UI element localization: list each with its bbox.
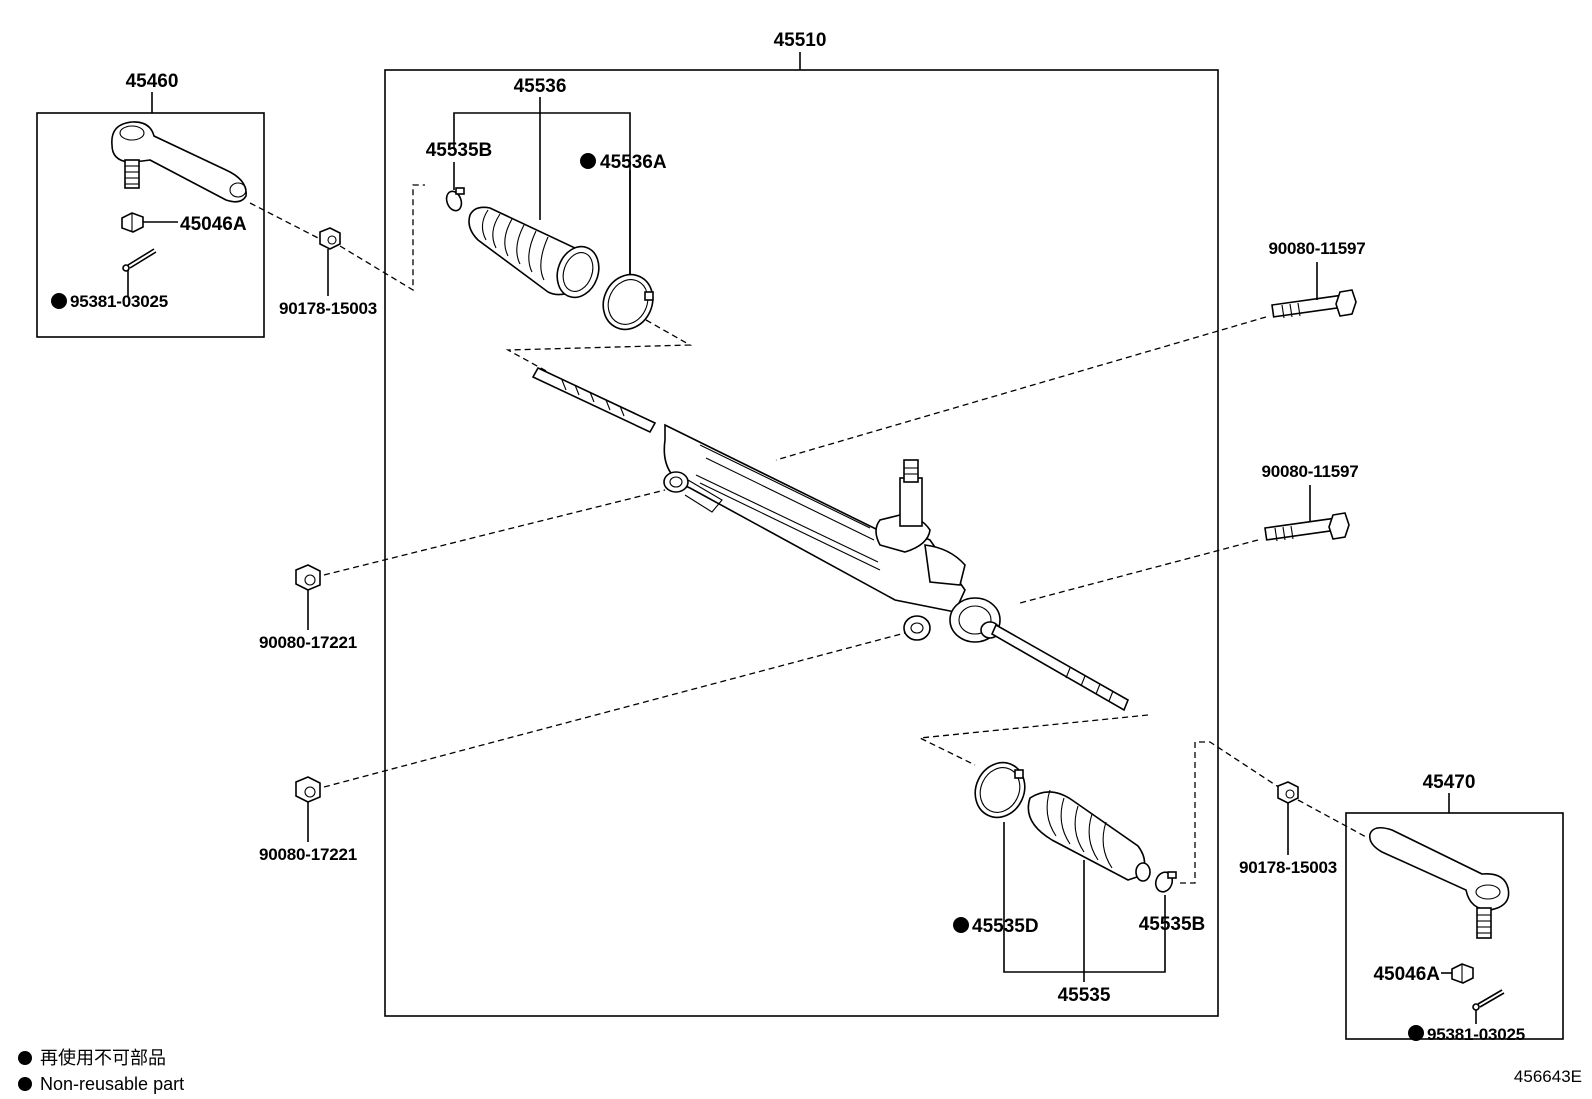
mount-nut-upper-icon (295, 564, 321, 591)
nut-right-icon (1451, 963, 1474, 984)
clamp-upper-icon (445, 187, 465, 212)
label-tie-rod-end-left: 45460 (126, 71, 179, 92)
cotter-pin-left-icon (122, 248, 157, 272)
cotter-pin-right-icon (1472, 989, 1505, 1011)
lock-nut-left-guide (339, 184, 425, 292)
legend-english: Non-reusable part (40, 1074, 184, 1094)
band-upper-icon (602, 273, 654, 331)
label-boot-kit-upper: 45536 (514, 76, 567, 97)
non-reusable-marker-cotter-left (51, 293, 67, 309)
non-reusable-marker-band-upper (580, 153, 596, 169)
label-lock-nut-right: 90178-15003 (1239, 858, 1337, 877)
label-bolt-lower: 90080-11597 (1261, 462, 1358, 481)
tie-rod-end-right-frame (1345, 812, 1564, 1040)
bolt-lower-icon (1264, 512, 1350, 542)
label-lock-nut-left: 90178-15003 (279, 299, 377, 318)
boot-upper-icon (468, 206, 600, 299)
non-reusable-marker-cotter-right (1408, 1025, 1424, 1041)
label-assembly: 45510 (774, 30, 827, 51)
steering-rack-icon (531, 366, 1130, 712)
label-mount-nut-lower: 90080-17221 (259, 845, 357, 864)
tie-rod-end-left-icon (111, 121, 247, 203)
boot-upper-guide (505, 319, 693, 373)
label-clamp-upper: 45535B (426, 140, 493, 161)
reference-number: 456643E (1514, 1067, 1582, 1086)
label-mount-nut-upper: 90080-17221 (259, 633, 357, 652)
label-nut-right: 45046A (1373, 964, 1440, 985)
label-clamp-lower: 45535B (1139, 914, 1206, 935)
tie-rod-end-left-guide (249, 202, 323, 241)
bolt-upper-guide (775, 316, 1267, 461)
bolt-upper-icon (1271, 289, 1357, 319)
clamp-lower-icon (1154, 871, 1177, 893)
boot-lower-icon (1027, 789, 1151, 882)
band-lower-icon (974, 761, 1026, 819)
assembly-frame (384, 69, 1219, 1017)
bolt-lower-guide (1019, 539, 1259, 604)
lock-nut-right-icon (1277, 781, 1299, 804)
label-cotter-pin-left: 95381-03025 (70, 292, 168, 311)
legend-japanese: 再使用不可部品 (40, 1048, 166, 1068)
nut-left-icon (121, 212, 144, 233)
legend-marker-jp (18, 1051, 32, 1065)
mount-nut-lower-guide (323, 632, 906, 788)
lock-nut-left-icon (319, 227, 341, 250)
label-boot-kit-lower: 45535 (1058, 985, 1111, 1006)
mount-nut-upper-guide (323, 489, 666, 576)
label-band-lower: 45535D (972, 916, 1039, 937)
boot-lower-guide (917, 714, 1149, 766)
tie-rod-end-right-icon (1368, 826, 1510, 939)
tie-rod-end-left-frame (36, 112, 265, 338)
label-cotter-pin-right: 95381-03025 (1427, 1025, 1525, 1044)
label-tie-rod-end-right: 45470 (1423, 772, 1476, 793)
label-band-upper: 45536A (600, 152, 667, 173)
legend-marker-en (18, 1077, 32, 1091)
label-bolt-upper: 90080-11597 (1268, 239, 1365, 258)
non-reusable-marker-band-lower (953, 917, 969, 933)
lock-nut-right-guide (1297, 799, 1369, 839)
label-nut-left: 45046A (180, 214, 247, 235)
mount-nut-lower-icon (295, 776, 321, 803)
clamp-lower-guide (1180, 741, 1281, 884)
